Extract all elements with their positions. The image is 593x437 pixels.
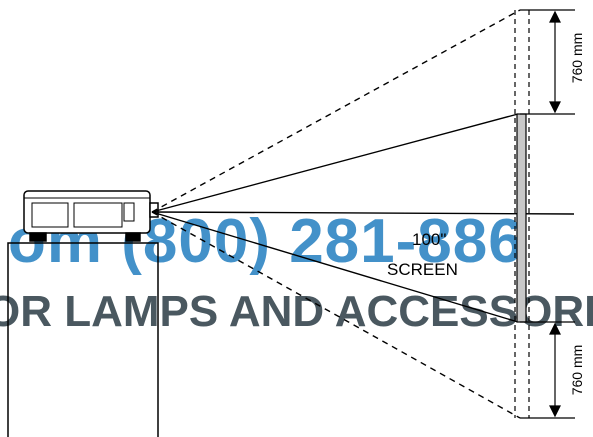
screen-size-word: SCREEN [387,260,458,279]
beam-bottom-solid [151,211,519,323]
screen-size-label: 100" SCREEN [387,230,458,279]
dimension-label-top: 760 mm [569,33,585,84]
reference-lines [520,9,575,419]
dimension-arrow-top [549,10,561,114]
beam-top-solid [151,113,519,213]
projector-icon [23,190,159,242]
beam-center-solid [151,211,575,215]
projection-lines [151,9,575,419]
projector-table [7,242,159,437]
dimension-label-bottom: 760 mm [569,345,585,396]
screen-size-value: 100" [412,230,446,249]
beam-top-dashed [151,9,521,213]
dimension-arrow-bottom [549,322,561,418]
watermark: om (800) 281-886 OR LAMPS AND ACCESSORIE… [0,207,593,336]
watermark-tagline: OR LAMPS AND ACCESSORIES [0,287,593,336]
beam-bottom-dashed [151,211,521,419]
